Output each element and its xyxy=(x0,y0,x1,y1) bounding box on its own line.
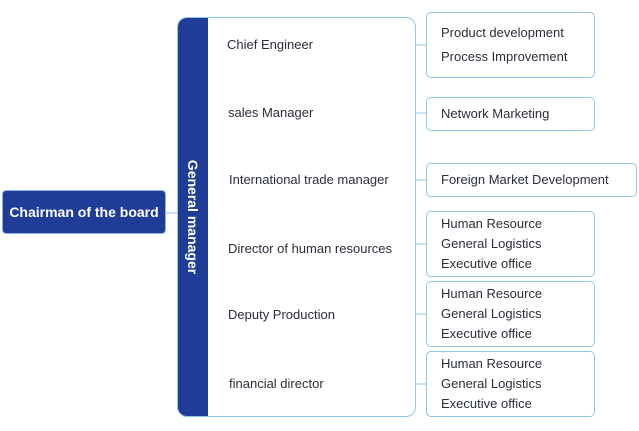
department-item: Human Resource xyxy=(441,216,543,231)
department-item: Executive office xyxy=(441,256,532,271)
department-item: Human Resource xyxy=(441,286,543,301)
position-financial-director[interactable]: financial director xyxy=(229,376,324,391)
position-deputy-production[interactable]: Deputy Production xyxy=(228,307,335,322)
departments-financial-director[interactable]: Human Resource General Logistics Executi… xyxy=(426,351,595,417)
departments-chief-engineer[interactable]: Product development Process Improvement xyxy=(426,12,595,78)
department-item: General Logistics xyxy=(441,236,542,251)
chairman-label: Chairman of the board xyxy=(9,204,159,220)
position-director-human-resources[interactable]: Director of human resources xyxy=(228,241,393,256)
chairman-node[interactable]: Chairman of the board xyxy=(2,190,166,234)
department-item: Foreign Market Development xyxy=(441,172,609,187)
departments-international-trade[interactable]: Foreign Market Development xyxy=(426,163,637,197)
departments-human-resources[interactable]: Human Resource General Logistics Executi… xyxy=(426,211,595,277)
general-manager-bar: General manager xyxy=(178,18,208,416)
general-manager-label: General manager xyxy=(185,159,201,275)
department-item: Executive office xyxy=(441,396,532,411)
position-chief-engineer[interactable]: Chief Engineer xyxy=(227,37,313,52)
general-manager-group[interactable]: General manager xyxy=(177,17,416,417)
departments-deputy-production[interactable]: Human Resource General Logistics Executi… xyxy=(426,281,595,347)
department-item: Network Marketing xyxy=(441,106,550,121)
department-item: General Logistics xyxy=(441,306,542,321)
department-item: Product development xyxy=(441,25,564,40)
department-item: Human Resource xyxy=(441,356,543,371)
departments-sales-manager[interactable]: Network Marketing xyxy=(426,97,595,131)
department-item: Process Improvement xyxy=(441,49,568,64)
position-international-trade-manager[interactable]: International trade manager xyxy=(229,172,389,187)
position-sales-manager[interactable]: sales Manager xyxy=(228,105,314,120)
department-item: Executive office xyxy=(441,326,532,341)
department-item: General Logistics xyxy=(441,376,542,391)
